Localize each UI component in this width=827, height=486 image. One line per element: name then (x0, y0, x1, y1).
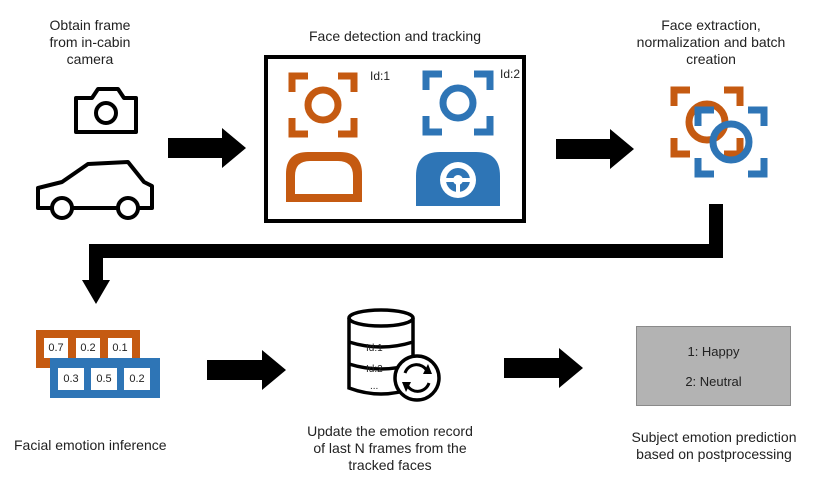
arrow-4 (504, 348, 583, 388)
prediction-line1: Subject emotion prediction (631, 429, 797, 445)
db-more: ... (370, 381, 379, 392)
person-blue-icon (416, 70, 500, 206)
score-cell: 0.1 (112, 342, 128, 354)
extraction-line2: normalization and batch (636, 34, 786, 50)
extraction-label: Face extraction, normalization and batch… (626, 17, 796, 68)
prediction-line2: based on postprocessing (636, 446, 792, 462)
obtain-frame-line3: camera (66, 51, 114, 67)
record-label: Update the emotion record of last N fram… (290, 423, 490, 474)
person-orange-icon (286, 72, 362, 202)
inference-label: Facial emotion inference (14, 437, 167, 453)
car-icon (36, 160, 154, 220)
record-line2: of last N frames from the (313, 440, 467, 456)
camera-icon (74, 87, 138, 134)
prediction-result-1: 1: Happy (687, 344, 740, 359)
db-id-1: Id:1 (366, 343, 383, 354)
score-cell: 0.7 (48, 342, 64, 354)
obtain-frame-line2: from in-cabin (49, 34, 131, 50)
score-cell: 0.2 (80, 342, 96, 354)
arrow-3 (207, 350, 286, 390)
arrow-1 (168, 128, 246, 168)
obtain-frame-label: Obtain frame from in-cabin camera (30, 17, 150, 68)
prediction-result-2: 2: Neutral (685, 374, 742, 389)
face-batch-icon (670, 86, 768, 178)
extraction-line3: creation (686, 51, 736, 67)
score-cell: 0.5 (96, 373, 112, 385)
sync-icon (393, 354, 441, 402)
inference-grid (36, 330, 160, 398)
prediction-box: 1: Happy 2: Neutral (636, 326, 791, 406)
score-cell: 0.2 (129, 373, 145, 385)
obtain-frame-line1: Obtain frame (49, 17, 131, 33)
connector-arrow (82, 204, 723, 304)
record-line1: Update the emotion record (307, 423, 473, 439)
prediction-label: Subject emotion prediction based on post… (614, 429, 814, 463)
arrow-2 (556, 129, 634, 169)
track-id-1: Id:1 (370, 69, 391, 83)
detection-title: Face detection and tracking (309, 28, 481, 44)
db-id-2: Id:2 (366, 364, 383, 375)
score-cell: 0.3 (63, 373, 79, 385)
track-id-2: Id:2 (500, 67, 521, 81)
extraction-line1: Face extraction, (661, 17, 761, 33)
steering-wheel-icon (440, 162, 476, 198)
record-line3: tracked faces (348, 457, 432, 473)
detection-frame (264, 55, 526, 223)
